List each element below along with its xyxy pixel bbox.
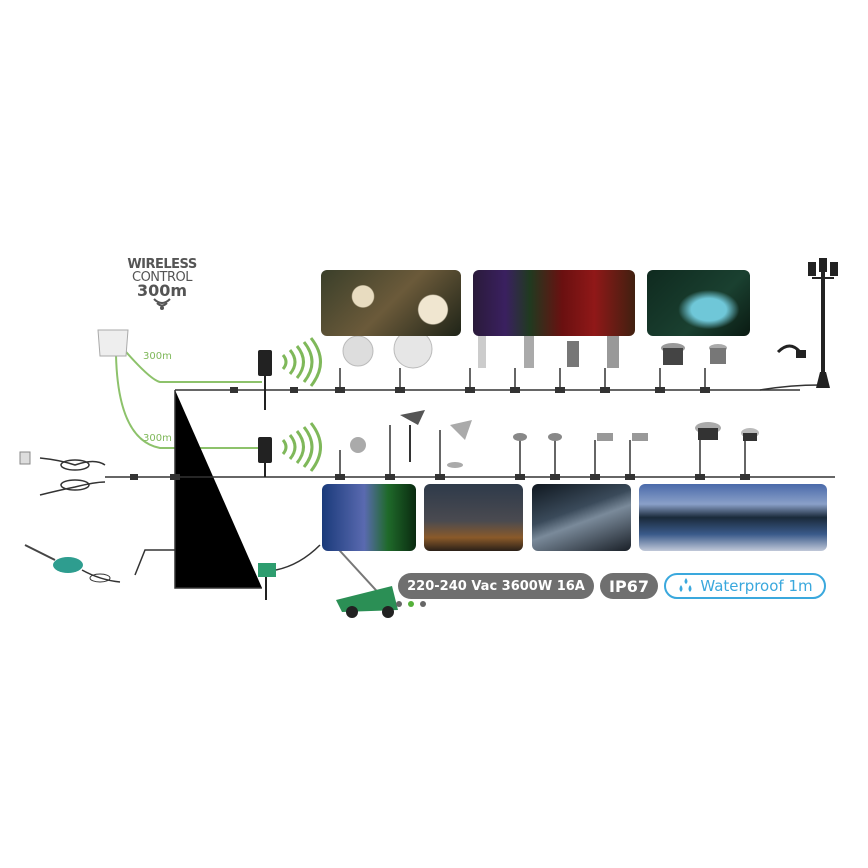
distance-label-top: 300m bbox=[143, 351, 172, 362]
photo-step-lights bbox=[532, 484, 631, 551]
lawn-mower bbox=[329, 539, 398, 618]
voltage-spec-badge: 220-240 Vac 3600W 16A bbox=[398, 573, 594, 599]
water-drops-icon bbox=[679, 578, 692, 592]
wireless-control-label: WIRELESS CONTROL 300m bbox=[112, 258, 212, 312]
photo-tree-uplight bbox=[424, 484, 523, 551]
hedge-trimmer bbox=[24, 544, 121, 583]
carousel-dot-active[interactable] bbox=[408, 601, 414, 607]
carousel-dot[interactable] bbox=[420, 601, 426, 607]
wifi-signal-icon bbox=[153, 298, 171, 310]
waterproof-badge: Waterproof 1m bbox=[664, 573, 826, 599]
extension-cables bbox=[39, 457, 106, 496]
carousel-dot[interactable] bbox=[396, 601, 402, 607]
photo-wall-wash bbox=[322, 484, 416, 551]
carousel-dots[interactable] bbox=[396, 601, 426, 607]
socket-stake-bottom bbox=[258, 437, 272, 477]
distance-label-bottom: 300m bbox=[143, 433, 172, 444]
socket-stake-top bbox=[258, 350, 272, 410]
photo-globe-lights bbox=[321, 270, 461, 336]
photo-pool-deck bbox=[639, 484, 827, 551]
photo-pool-garden bbox=[647, 270, 750, 336]
photo-colored-bollards bbox=[473, 270, 635, 336]
wifi-waves-top bbox=[281, 337, 322, 387]
garden-socket bbox=[258, 544, 321, 600]
ip-rating-badge: IP67 bbox=[600, 573, 658, 599]
garden-lamp-post bbox=[808, 258, 838, 388]
remote-control-box bbox=[97, 329, 129, 357]
wifi-waves-bottom bbox=[281, 422, 322, 472]
